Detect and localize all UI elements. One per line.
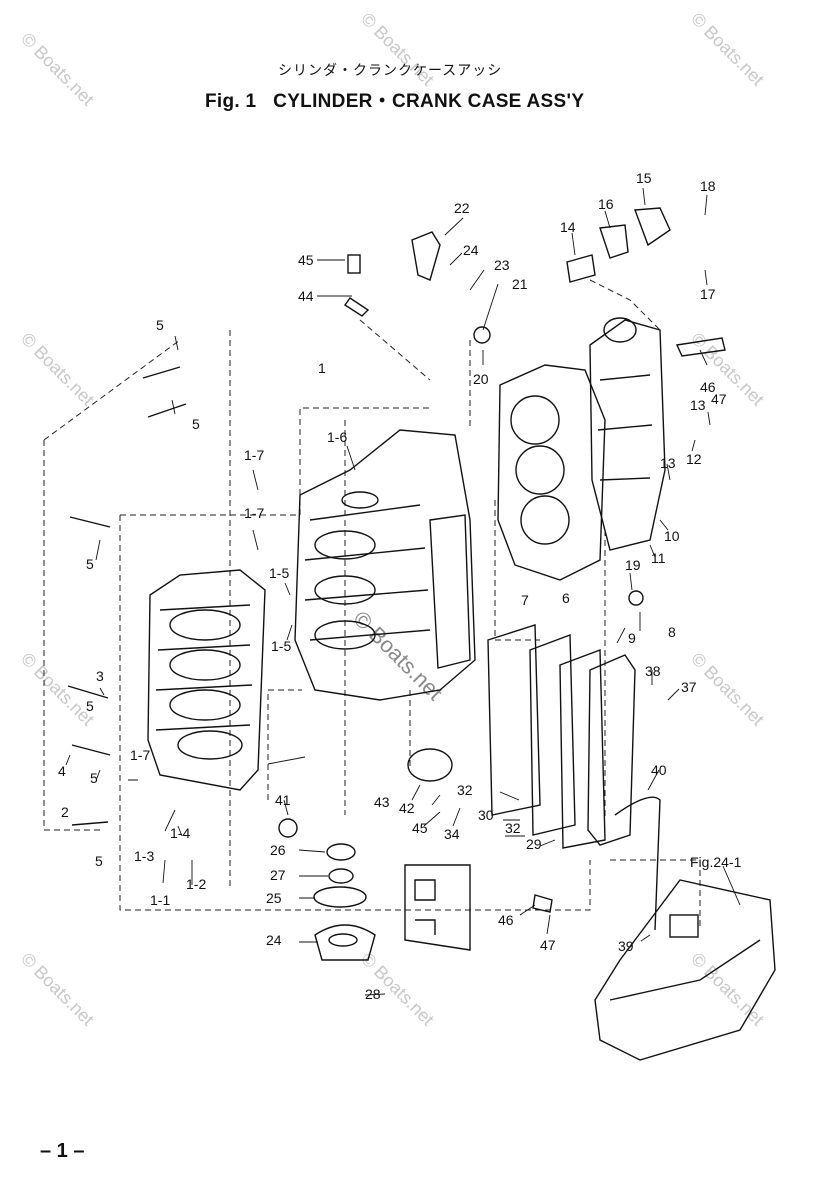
- callout-label: 1-6: [327, 429, 347, 445]
- watermark: © Boats.net: [357, 9, 438, 90]
- callout-label: 18: [700, 178, 716, 194]
- watermark: © Boats.net: [17, 329, 98, 410]
- callout-label: 4: [58, 763, 66, 779]
- watermark-center: © Boats.net: [348, 606, 447, 705]
- callout-label: 43: [374, 794, 390, 810]
- callout-label: 5: [86, 556, 94, 572]
- callout-label: 1-4: [170, 825, 190, 841]
- callout-label: 45: [298, 252, 314, 268]
- figure-title-japanese: シリンダ・クランクケースアッシ: [278, 63, 503, 79]
- callout-label: 5: [192, 416, 200, 432]
- callout-label: 26: [270, 842, 286, 858]
- callout-label: 13: [660, 455, 676, 471]
- callout-label: 1-3: [134, 848, 154, 864]
- callout-label: 13: [690, 397, 706, 413]
- callout-label: 37: [681, 679, 697, 695]
- callout-label: 5: [156, 317, 164, 333]
- callout-label: 12: [686, 451, 702, 467]
- leader-lines: [65, 187, 741, 996]
- oil-seal-housing-part: [313, 843, 376, 961]
- cylinder-head-part: [589, 317, 666, 551]
- watermark: © Boats.net: [17, 949, 98, 1030]
- callout-label: 5: [86, 698, 94, 714]
- callout-label: 46: [498, 912, 514, 928]
- callout-label: 27: [270, 867, 286, 883]
- figure-title: Fig. 1 CYLINDER・CRANK CASE ASS'Y: [205, 86, 584, 113]
- callout-label: 34: [444, 826, 460, 842]
- callout-label: 24: [266, 932, 282, 948]
- callout-label: 46: [700, 379, 716, 395]
- bypass-cover-part: [407, 748, 453, 782]
- callout-label: 15: [636, 170, 652, 186]
- callout-label: 21: [512, 276, 528, 292]
- callout-label: 47: [540, 937, 556, 953]
- callout-label: 7: [521, 592, 529, 608]
- callout-label: 1-1: [150, 892, 170, 908]
- reference-label: Fig.24-1: [690, 854, 742, 870]
- callout-label: 14: [560, 219, 576, 235]
- callout-label: 6: [562, 590, 570, 606]
- callout-label: 9: [628, 630, 636, 646]
- page-number: – 1 –: [40, 1140, 85, 1162]
- callout-label: 22: [454, 200, 470, 216]
- callout-label: 1-5: [271, 638, 291, 654]
- watermark: © Boats.net: [687, 649, 768, 730]
- bottom-cowling-reference-part: [594, 879, 776, 1061]
- callout-label: 1: [318, 360, 326, 376]
- callout-label: 42: [399, 800, 415, 816]
- callout-label: 5: [90, 770, 98, 786]
- callout-labels: 45 44 5 1 5 1-6 1-7 1-7 5 1-5 1-5 3 5 1-…: [58, 170, 742, 1002]
- figure-title-text: CYLINDER・CRANK CASE ASS'Y: [273, 91, 585, 112]
- callout-label: 11: [651, 550, 666, 566]
- callout-label: 17: [700, 286, 716, 302]
- callout-label: 1-7: [244, 505, 264, 521]
- callout-label: 5: [95, 853, 103, 869]
- callout-label: 40: [651, 762, 667, 778]
- callout-label: 29: [526, 836, 542, 852]
- callout-label: 20: [473, 371, 489, 387]
- thermostat-detail-part: [404, 864, 471, 951]
- callout-label: 45: [412, 820, 428, 836]
- callout-label: 23: [494, 257, 510, 273]
- callout-label: 10: [664, 528, 680, 544]
- head-gasket-part: [497, 364, 606, 581]
- callout-label: 1-2: [186, 876, 206, 892]
- small-hardware-parts: [67, 207, 726, 913]
- callout-label: 47: [711, 391, 727, 407]
- watermark: © Boats.net: [687, 9, 768, 90]
- cylinder-block-part: [294, 429, 476, 701]
- callout-label: 38: [645, 663, 661, 679]
- exhaust-gasket-part: [487, 624, 606, 849]
- callout-label: 32: [505, 820, 521, 836]
- callout-label: 1-7: [130, 747, 150, 763]
- hose-part: [614, 796, 661, 931]
- exhaust-cover-part: [587, 654, 636, 846]
- callout-label: 44: [298, 288, 314, 304]
- assembly-boundary-lines: [43, 279, 701, 930]
- callout-label: 32: [457, 782, 473, 798]
- callout-label: 8: [668, 624, 676, 640]
- callout-label: 1-5: [269, 565, 289, 581]
- callout-label: 28: [365, 986, 381, 1002]
- callout-label: 16: [598, 196, 614, 212]
- crank-case-half-part: [147, 569, 266, 791]
- watermark: © Boats.net: [17, 649, 98, 730]
- callout-label: 2: [61, 804, 69, 820]
- callout-label: 24: [463, 242, 479, 258]
- watermark: © Boats.net: [17, 29, 98, 110]
- callout-label: 25: [266, 890, 282, 906]
- figure-number: Fig. 1: [205, 91, 257, 112]
- callout-label: 41: [275, 792, 291, 808]
- callout-label: 39: [618, 938, 634, 954]
- callout-label: 30: [478, 807, 494, 823]
- callout-label: 19: [625, 557, 641, 573]
- watermark-group: © Boats.net © Boats.net © Boats.net © Bo…: [17, 9, 768, 1030]
- callout-label: 1-7: [244, 447, 264, 463]
- callout-label: 3: [96, 668, 104, 684]
